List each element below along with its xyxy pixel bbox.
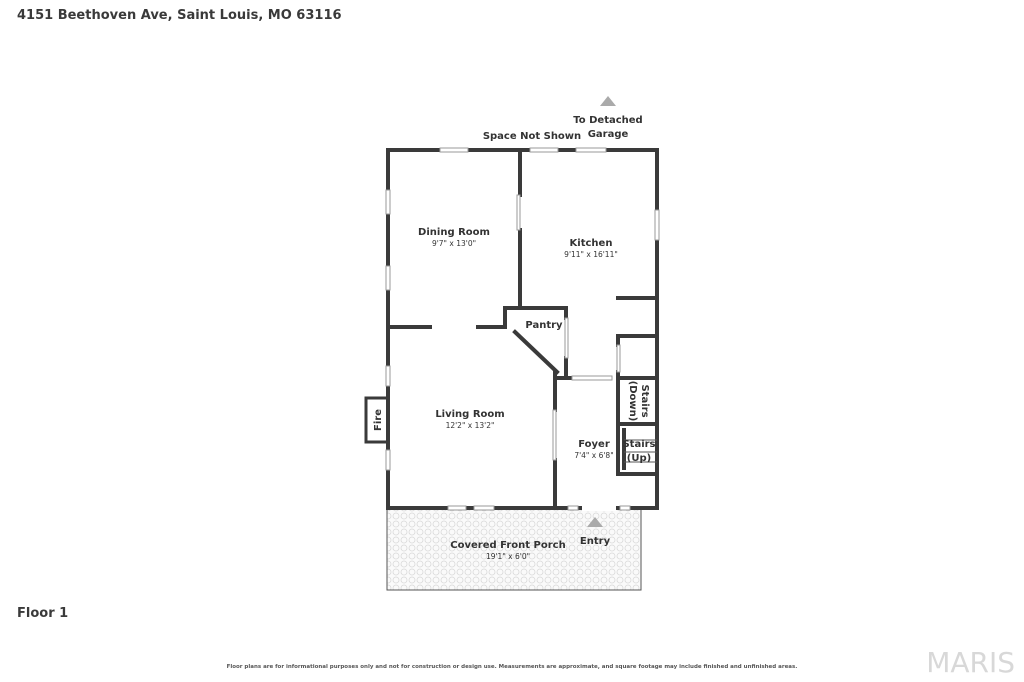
stair-treads — [624, 439, 657, 463]
page-title: 4151 Beethoven Ave, Saint Louis, MO 6311… — [17, 8, 342, 23]
note-space-not-shown: Space Not Shown — [483, 131, 581, 142]
room-kitchen-name: Kitchen — [570, 238, 613, 249]
room-porch-name: Covered Front Porch — [450, 540, 565, 551]
floor-label: Floor 1 — [17, 606, 69, 621]
note-entry: Entry — [580, 536, 611, 547]
room-porch-dims: 19'1" x 6'0" — [486, 552, 530, 561]
disclaimer: Floor plans are for informational purpos… — [226, 664, 798, 670]
garage-arrow-icon — [600, 96, 616, 106]
room-pantry-name: Pantry — [525, 320, 563, 331]
fireplace-label: Fire — [373, 409, 384, 431]
stairs-up-name: Stairs — [622, 439, 655, 450]
entry-arrow-icon — [587, 517, 603, 527]
entry-door — [582, 505, 616, 511]
room-dining-dims: 9'7" x 13'0" — [432, 239, 476, 248]
room-kitchen-dims: 9'11" x 16'11" — [564, 250, 618, 259]
note-garage-line2: Garage — [588, 129, 629, 140]
stairs-up-note: (Up) — [627, 453, 651, 464]
note-garage-line1: To Detached — [573, 115, 642, 126]
stairs-down-note: (Down) — [627, 381, 638, 422]
stairs-down-name: Stairs — [639, 384, 650, 417]
room-dining-name: Dining Room — [418, 227, 490, 238]
room-living-name: Living Room — [435, 409, 504, 420]
room-living-dims: 12'2" x 13'2" — [446, 421, 495, 430]
walls — [386, 148, 659, 510]
brand-logo: MARIS — [926, 646, 1015, 679]
room-foyer-name: Foyer — [578, 439, 610, 450]
windows — [385, 147, 660, 511]
room-foyer-dims: 7'4" x 6'8" — [574, 451, 613, 460]
